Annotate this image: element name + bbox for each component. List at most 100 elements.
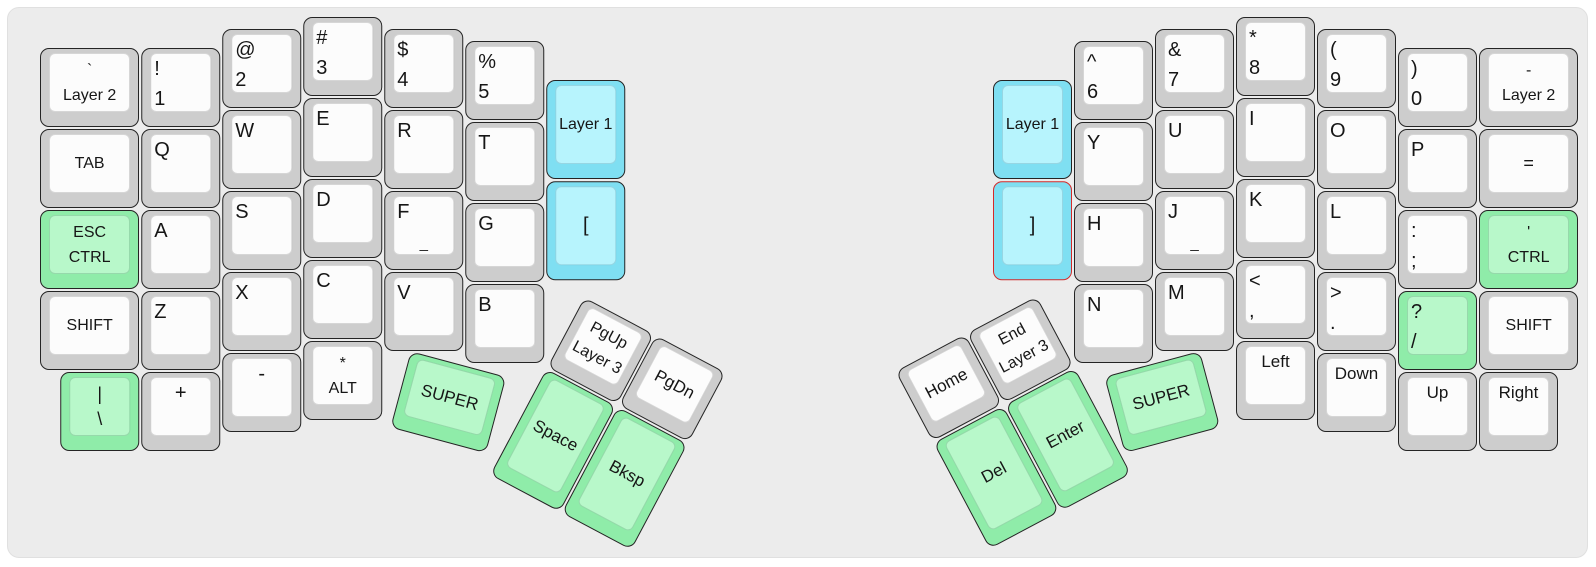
key-0[interactable]: )0	[1398, 48, 1477, 127]
key-x[interactable]: X	[222, 272, 302, 351]
key-y[interactable]: Y	[1074, 122, 1153, 201]
key-s[interactable]: S	[222, 191, 302, 270]
key-e[interactable]: E	[303, 98, 383, 177]
key-a[interactable]: A	[141, 210, 221, 289]
key-k[interactable]: K	[1236, 179, 1315, 258]
key-r[interactable]: R	[384, 110, 464, 189]
key-super-left[interactable]: SUPER	[390, 351, 507, 454]
key-w[interactable]: W	[222, 110, 302, 189]
key-t[interactable]: T	[465, 122, 545, 201]
key-label: `	[86, 61, 93, 79]
key-layer1-left[interactable]: Layer 1	[546, 80, 626, 180]
key-legend: &7	[1168, 35, 1221, 92]
keycap-surface	[1407, 377, 1468, 436]
key-label: D	[316, 189, 331, 211]
key-label: K	[1249, 189, 1263, 211]
key-lbracket[interactable]: [	[546, 181, 626, 281]
keycap-surface	[393, 196, 455, 255]
key-9[interactable]: (9	[1317, 29, 1396, 108]
key-u[interactable]: U	[1155, 110, 1234, 189]
key-n[interactable]: N	[1074, 284, 1153, 363]
key-quote-ctrl[interactable]: 'CTRL	[1479, 210, 1579, 289]
key-layer1-right[interactable]: Layer 1	[993, 80, 1072, 180]
key-6[interactable]: ^6	[1074, 41, 1153, 120]
keycap-surface	[1002, 186, 1063, 266]
key-g[interactable]: G	[465, 203, 545, 282]
keycap-surface	[1245, 22, 1306, 81]
key-minus[interactable]: -	[222, 353, 302, 432]
key-m[interactable]: M	[1155, 272, 1234, 351]
key-legend: !1	[154, 54, 207, 111]
key-8[interactable]: *8	[1236, 17, 1315, 96]
key-legend: SHIFT	[1492, 297, 1565, 354]
key-z[interactable]: Z	[141, 291, 221, 370]
key-legend: E	[316, 104, 369, 161]
keycap-surface	[1164, 115, 1225, 174]
key-equals[interactable]: =	[1479, 129, 1579, 208]
key-right[interactable]: Right	[1479, 372, 1558, 451]
key-star-alt[interactable]: *ALT	[303, 341, 383, 420]
key-label: -	[258, 363, 266, 385]
key-label: SHIFT	[1505, 317, 1552, 334]
key-grave-layer2[interactable]: `Layer 2	[40, 48, 140, 127]
key-v[interactable]: V	[384, 272, 464, 351]
key-3[interactable]: #3	[303, 17, 383, 96]
key-j[interactable]: J_	[1155, 191, 1234, 270]
keycap-surface	[1245, 265, 1306, 324]
key-slash[interactable]: ?/	[1398, 291, 1477, 370]
key-shift-left[interactable]: SHIFT	[40, 291, 140, 370]
key-5[interactable]: %5	[465, 41, 545, 120]
key-plus[interactable]: +	[141, 372, 221, 451]
key-label: 3	[316, 57, 328, 79]
key-left[interactable]: Left	[1236, 341, 1315, 420]
key-legend: Left	[1249, 347, 1302, 404]
key-label: ?	[1411, 301, 1423, 323]
keycap-surface	[1164, 277, 1225, 336]
key-semicolon[interactable]: :;	[1398, 210, 1477, 289]
key-p[interactable]: P	[1398, 129, 1477, 208]
keycap-surface	[69, 377, 131, 436]
key-q[interactable]: Q	[141, 129, 221, 208]
key-label: )	[1411, 58, 1418, 80]
key-label: SHIFT	[66, 317, 113, 334]
key-legend: Layer 1	[559, 86, 612, 163]
key-h[interactable]: H	[1074, 203, 1153, 282]
key-comma[interactable]: <,	[1236, 260, 1315, 339]
keycap-surface	[1488, 53, 1570, 112]
key-legend: J	[1168, 197, 1221, 254]
key-label: /	[1411, 331, 1417, 353]
key-label: .	[1330, 312, 1336, 334]
key-label: G	[478, 213, 494, 235]
key-legend: S	[235, 197, 288, 254]
key-label: 5	[478, 81, 490, 103]
keycap-surface	[231, 115, 293, 174]
key-period[interactable]: >.	[1317, 272, 1396, 351]
key-super-right[interactable]: SUPER	[1104, 351, 1221, 454]
key-tab[interactable]: TAB	[40, 129, 140, 208]
key-f[interactable]: F_	[384, 191, 464, 270]
key-l[interactable]: L	[1317, 191, 1396, 270]
key-o[interactable]: O	[1317, 110, 1396, 189]
key-label: CTRL	[1507, 248, 1550, 266]
key-c[interactable]: C	[303, 260, 383, 339]
key-up[interactable]: Up	[1398, 372, 1477, 451]
key-shift-right[interactable]: SHIFT	[1479, 291, 1579, 370]
key-label: ;	[1411, 250, 1417, 272]
key-d[interactable]: D	[303, 179, 383, 258]
key-b[interactable]: B	[465, 284, 545, 363]
key-2[interactable]: @2	[222, 29, 302, 108]
key-1[interactable]: !1	[141, 48, 221, 127]
key-4[interactable]: $4	[384, 29, 464, 108]
key-label: =	[1523, 153, 1534, 173]
key-rbracket[interactable]: ]	[993, 181, 1072, 281]
key-legend: G	[478, 209, 531, 266]
key-down[interactable]: Down	[1317, 353, 1396, 432]
key-pipe-backslash[interactable]: |\	[60, 372, 140, 451]
keycap-surface	[312, 346, 374, 405]
key-i[interactable]: I	[1236, 98, 1315, 177]
key-7[interactable]: &7	[1155, 29, 1234, 108]
key-minus-layer2[interactable]: -Layer 2	[1479, 48, 1579, 127]
key-label: 7	[1168, 69, 1180, 91]
key-label: P	[1411, 139, 1425, 161]
